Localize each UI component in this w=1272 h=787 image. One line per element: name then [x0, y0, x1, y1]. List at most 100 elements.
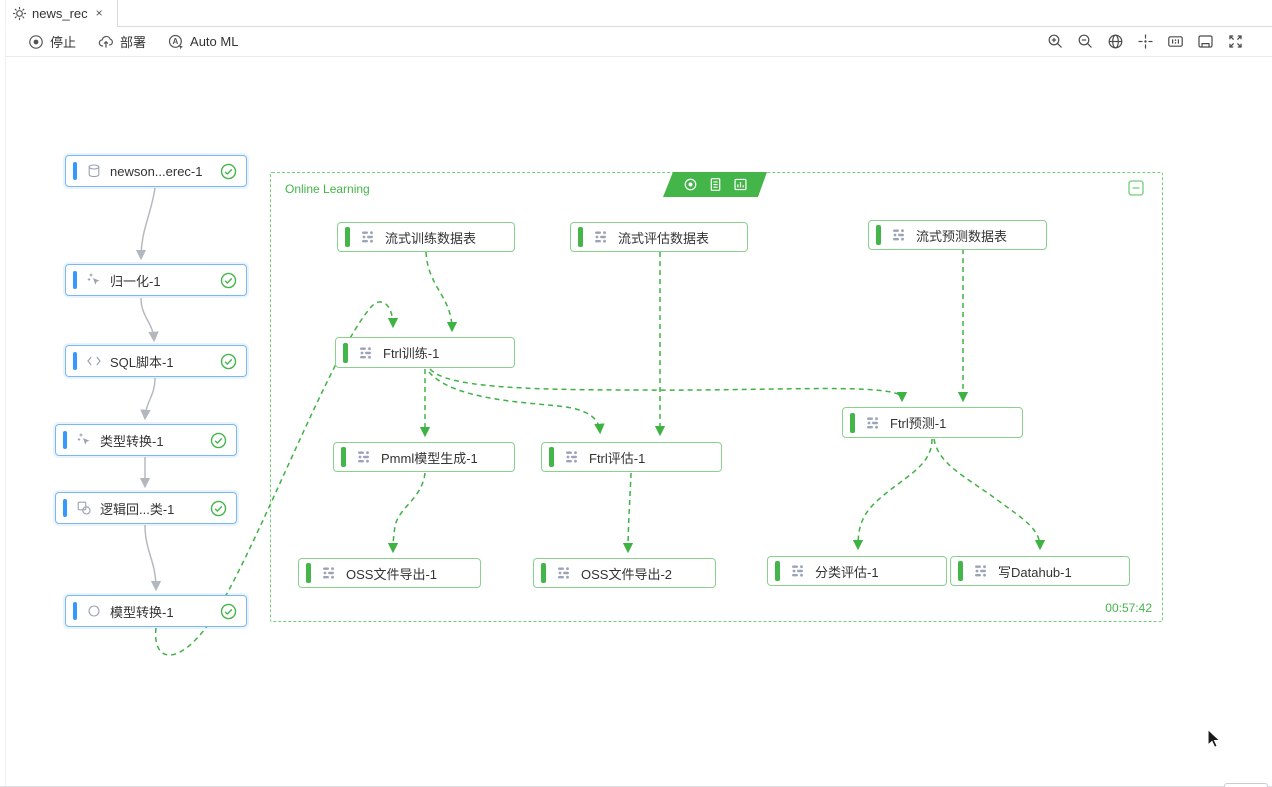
actual-size-icon[interactable] [1167, 33, 1184, 50]
logistic-regression-icon [77, 501, 91, 515]
zoom-in-icon[interactable] [1047, 33, 1064, 50]
node-label: 模型转换-1 [110, 604, 174, 620]
node-type-convert[interactable]: 类型转换-1 [55, 424, 237, 456]
locate-center-icon[interactable] [1137, 33, 1154, 50]
node-newson-erec[interactable]: newson...erec-1 [65, 155, 247, 187]
node-classify-eval[interactable]: 分类评估-1 [767, 556, 947, 586]
node-oss-export-2[interactable]: OSS文件导出-2 [533, 558, 716, 588]
node-label: 流式评估数据表 [618, 230, 710, 246]
group-action-badge [663, 172, 767, 197]
stop-icon [29, 34, 43, 49]
stop-label: 停止 [50, 35, 77, 50]
collapse-group-icon[interactable] [1128, 180, 1144, 196]
node-pmml-generate[interactable]: Pmml模型生成-1 [333, 442, 515, 472]
component-icon [323, 567, 334, 579]
node-normalize[interactable]: 归一化-1 [65, 264, 247, 296]
node-stream-eval-table[interactable]: 流式评估数据表 [570, 222, 748, 252]
node-label: Pmml模型生成-1 [381, 450, 478, 466]
tab-title: news_rec [32, 5, 88, 21]
svg-text:A: A [173, 37, 179, 46]
node-ftrl-eval[interactable]: Ftrl评估-1 [541, 442, 722, 472]
node-status-bar [73, 162, 77, 180]
automl-label: Auto ML [190, 34, 239, 49]
tab-bar: news_rec × [0, 0, 1272, 27]
node-status-bar [549, 447, 554, 467]
node-label: OSS文件导出-2 [581, 566, 673, 582]
node-status-bar [345, 227, 350, 247]
tab-close-icon[interactable]: × [95, 6, 103, 20]
node-status-bar [63, 431, 67, 449]
node-status-bar [578, 227, 583, 247]
component-icon [975, 565, 986, 577]
node-status-bar [775, 561, 780, 581]
node-status-bar [850, 412, 855, 433]
component-icon [792, 565, 803, 577]
node-status-bar [341, 447, 346, 467]
node-label: 流式预测数据表 [916, 228, 1008, 244]
stop-button[interactable]: 停止 [28, 32, 76, 51]
node-stream-train-table[interactable]: 流式训练数据表 [337, 222, 515, 252]
success-check-icon [220, 603, 237, 619]
node-label: Ftrl评估-1 [589, 450, 646, 466]
node-status-bar [343, 342, 348, 363]
experiment-icon [12, 6, 27, 20]
canvas-controls [1047, 27, 1244, 56]
component-icon [358, 451, 369, 463]
tab-news-rec[interactable]: news_rec × [5, 0, 118, 26]
panel-edge [5, 56, 6, 787]
component-icon [360, 346, 371, 359]
node-write-datahub[interactable]: 写Datahub-1 [950, 556, 1130, 586]
normalize-icon [87, 273, 100, 285]
zoom-out-icon[interactable] [1077, 33, 1094, 50]
node-status-bar [73, 352, 77, 370]
component-icon [893, 229, 904, 241]
stop-run-icon[interactable] [683, 177, 698, 192]
component-icon [362, 231, 373, 243]
node-status-bar [958, 561, 963, 581]
node-oss-export-1[interactable]: OSS文件导出-1 [298, 558, 481, 588]
success-check-icon [210, 500, 227, 516]
automl-button[interactable]: A Auto ML [168, 34, 238, 50]
node-label: newson...erec-1 [110, 163, 203, 179]
node-label: Ftrl训练-1 [383, 346, 440, 361]
node-stream-predict-table[interactable]: 流式预测数据表 [868, 220, 1047, 250]
node-label: 流式训练数据表 [385, 230, 477, 246]
node-sql-script[interactable]: SQL脚本-1 [65, 345, 247, 377]
frame-fit-icon[interactable] [1197, 33, 1214, 50]
metrics-chart-icon[interactable] [733, 177, 748, 192]
success-check-icon [220, 272, 237, 288]
node-label: 分类评估-1 [815, 564, 879, 580]
node-status-bar [73, 271, 77, 289]
fullscreen-icon[interactable] [1227, 33, 1244, 50]
node-label: OSS文件导出-1 [346, 566, 438, 582]
node-ftrl-predict[interactable]: Ftrl预测-1 [842, 407, 1023, 438]
toolbar: 停止 部署 A Auto ML [5, 27, 1272, 57]
component-icon [566, 451, 577, 463]
group-title: Online Learning [285, 182, 370, 196]
success-check-icon [220, 353, 237, 369]
node-ftrl-train[interactable]: Ftrl训练-1 [335, 337, 515, 368]
node-status-bar [306, 563, 311, 583]
node-status-bar [63, 499, 67, 517]
tabbar-divider [117, 26, 1272, 27]
node-model-convert[interactable]: 模型转换-1 [65, 595, 247, 627]
code-icon [87, 356, 101, 366]
component-icon [867, 416, 878, 429]
transform-icon [77, 433, 90, 445]
success-check-icon [220, 163, 237, 179]
node-label: Ftrl预测-1 [890, 416, 947, 431]
deploy-button[interactable]: 部署 [98, 32, 146, 51]
globe-fit-icon[interactable] [1107, 33, 1124, 50]
success-check-icon [210, 432, 227, 448]
component-icon [595, 231, 606, 243]
component-icon [558, 567, 569, 579]
online-learning-group[interactable]: Online Learning 00:57:42 [270, 172, 1163, 622]
model-convert-icon [88, 605, 100, 617]
node-status-bar [73, 602, 77, 620]
node-label: 归一化-1 [110, 273, 161, 289]
log-document-icon[interactable] [708, 177, 723, 192]
deploy-label: 部署 [120, 35, 147, 50]
node-logistic-regression[interactable]: 逻辑回...类-1 [55, 492, 237, 524]
node-label: 类型转换-1 [100, 433, 164, 449]
